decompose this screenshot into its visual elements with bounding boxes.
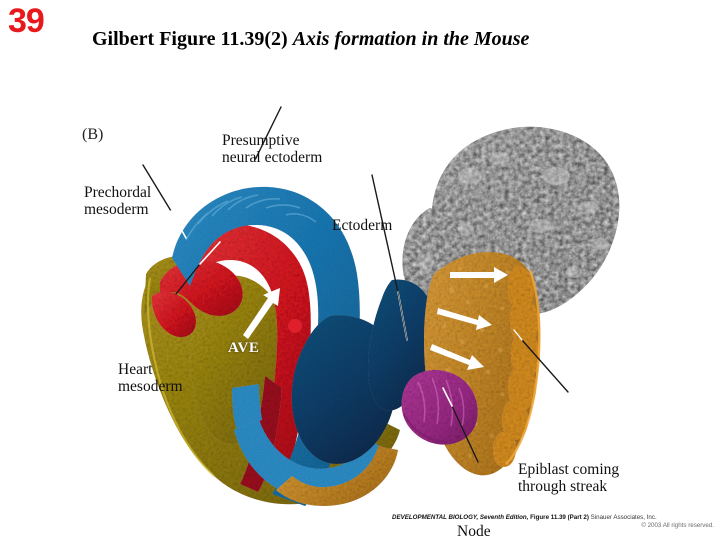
label-node: Node <box>457 523 491 540</box>
credit-edition: Seventh Edition, <box>478 514 529 521</box>
micrograph-illustration <box>141 106 620 506</box>
panel-letter: (B) <box>82 126 104 143</box>
flow-arrow-2 <box>437 308 492 330</box>
slide-number: 39 <box>8 2 45 40</box>
leader-node <box>451 405 479 463</box>
credit-publisher: Sinauer Associates, Inc. <box>590 514 657 521</box>
figure-panel-b: (B) Presumptive neural ectoderm Prechord… <box>0 58 720 540</box>
leader-prechordal <box>142 164 172 212</box>
credit-figure: Figure 11.39 (Part 2) <box>528 514 589 521</box>
epiblast-flow-arrows <box>430 267 508 370</box>
page-title-plain: Gilbert Figure 11.39(2) <box>92 28 288 50</box>
label-epiblast-coming-through-streak: Epiblast coming through streak <box>518 461 620 495</box>
label-presumptive-neural-ectoderm: Presumptive neural ectoderm <box>222 132 323 166</box>
credit-publication: DEVELOPMENTAL BIOLOGY, <box>392 514 479 521</box>
credit-line: DEVELOPMENTAL BIOLOGY, Seventh Edition, … <box>392 514 714 531</box>
label-heart-mesoderm: Heart mesoderm <box>118 361 183 395</box>
ave-arrow <box>243 288 280 339</box>
page-title-italic: Axis formation in the Mouse <box>292 28 530 50</box>
page-title: Gilbert Figure 11.39(2) Axis formation i… <box>92 28 692 51</box>
label-ectoderm: Ectoderm <box>332 217 393 234</box>
label-prechordal-mesoderm: Prechordal mesoderm <box>84 184 152 218</box>
region-node <box>401 369 478 445</box>
credit-rights: © 2003 All rights reserved. <box>641 522 714 530</box>
leader-lines <box>142 106 569 463</box>
label-ave: AVE <box>228 340 260 356</box>
leader-heart <box>175 263 201 295</box>
leader-ectoderm <box>371 174 399 293</box>
flow-arrow-1 <box>450 267 508 283</box>
region-epiblast-bottom-wrap <box>276 446 398 506</box>
flow-arrow-3 <box>430 344 484 370</box>
leader-presumptive <box>254 106 282 161</box>
leader-epiblast <box>521 339 569 393</box>
